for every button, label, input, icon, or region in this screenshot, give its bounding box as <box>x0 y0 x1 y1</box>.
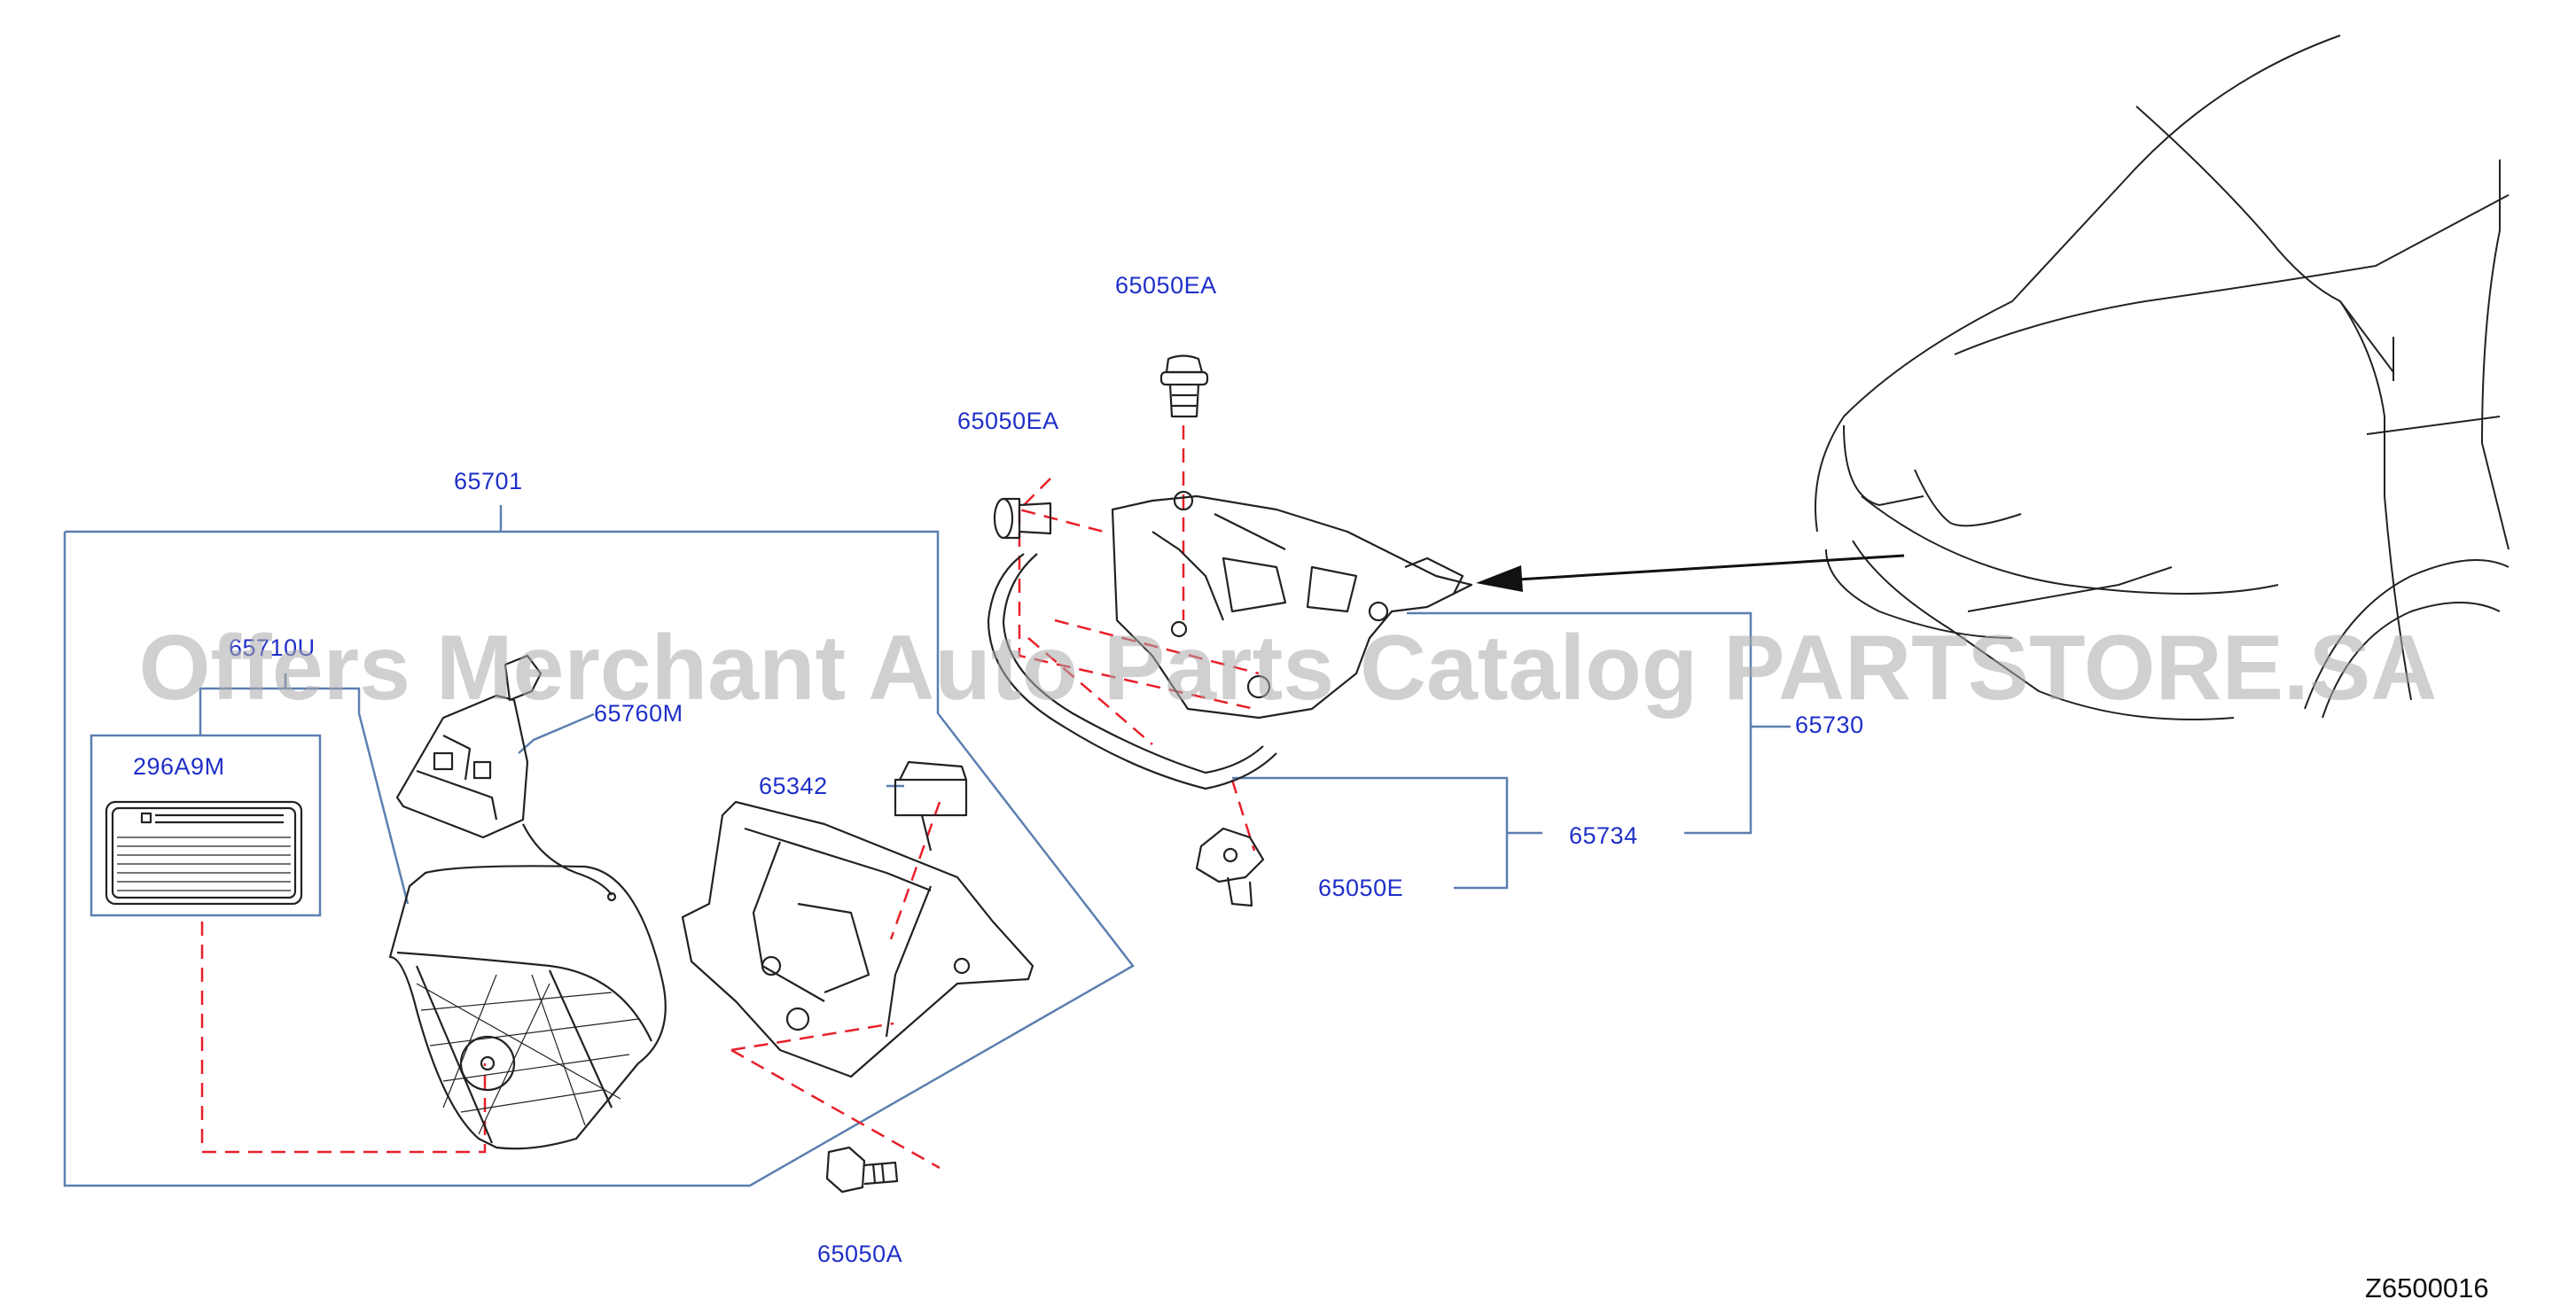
box-296a9m <box>90 734 322 917</box>
car-outline <box>1815 35 2510 720</box>
label-65760m[interactable]: 65760M <box>594 700 683 727</box>
warning-label-sticker <box>105 800 303 906</box>
part-sketches <box>105 35 2510 1194</box>
diagram-code: Z6500016 <box>2365 1272 2489 1303</box>
airbag-module-body <box>388 865 667 1150</box>
label-65342[interactable]: 65342 <box>759 773 828 799</box>
locator-arrow <box>1476 554 1905 592</box>
label-65730[interactable]: 65730 <box>1795 712 1864 738</box>
leader-65730 <box>1407 611 1752 835</box>
leader-lines <box>63 505 1791 1187</box>
label-65734[interactable]: 65734 <box>1569 822 1638 849</box>
label-65710u[interactable]: 65710U <box>229 634 316 661</box>
dashed-leaders <box>200 425 1260 1170</box>
leader-65710u <box>199 687 410 905</box>
bracket-with-wire <box>395 654 617 902</box>
bolt <box>825 1146 899 1194</box>
clip-top <box>1159 354 1209 418</box>
label-65050ea-left[interactable]: 65050EA <box>957 408 1059 434</box>
label-65050ea-top[interactable]: 65050EA <box>1115 272 1217 299</box>
label-296a9m[interactable]: 296A9M <box>133 753 225 780</box>
label-65050e[interactable]: 65050E <box>1318 875 1404 901</box>
seal-strip <box>987 553 1277 790</box>
leader-65760m <box>518 712 595 754</box>
leader-65734 <box>1232 776 1509 890</box>
label-65701[interactable]: 65701 <box>454 468 523 494</box>
clip-left <box>993 497 1052 540</box>
clip-bottom <box>1195 827 1265 907</box>
box-65701 <box>63 530 1135 1187</box>
trim-bezel <box>1111 490 1473 720</box>
frame-bracket <box>681 760 1034 1078</box>
label-65050a[interactable]: 65050A <box>817 1241 903 1267</box>
